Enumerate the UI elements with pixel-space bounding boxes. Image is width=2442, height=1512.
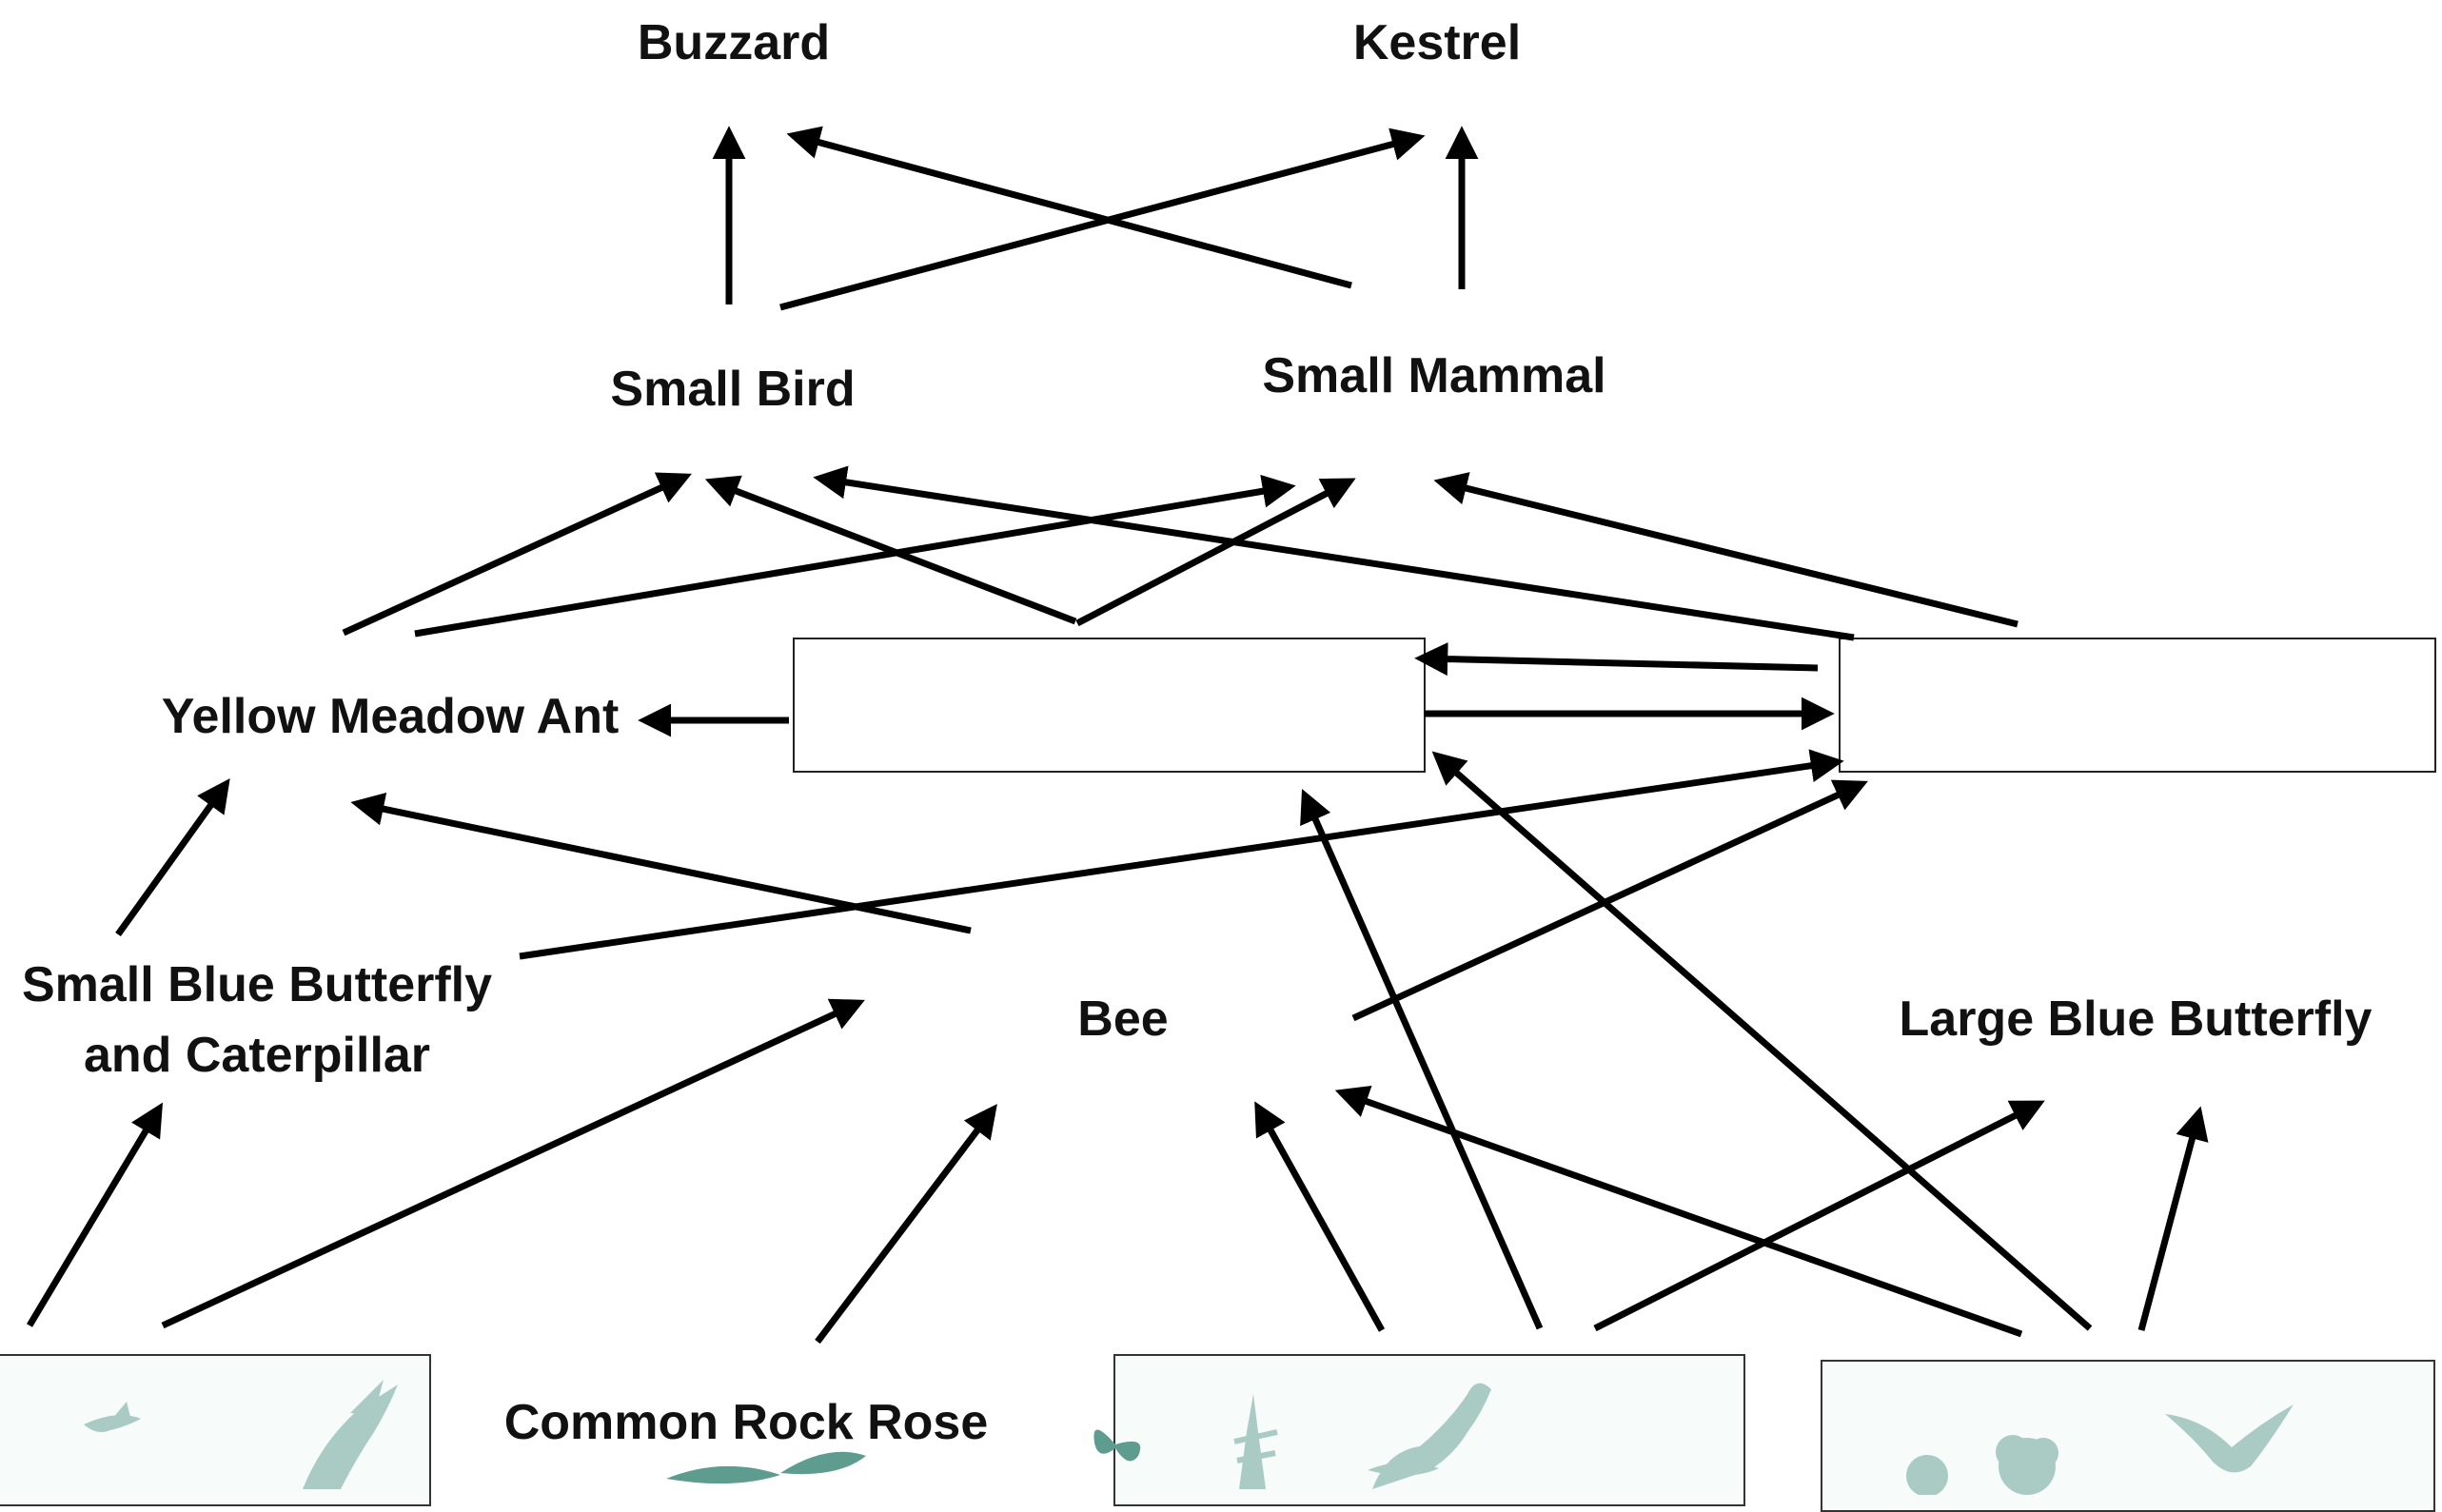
node-small-blue-butterfly-line1: Small Blue Butterfly	[21, 957, 493, 1012]
arrow-panel-left-to-small-blue	[26, 1102, 164, 1327]
node-buzzard: Buzzard	[637, 15, 831, 70]
node-small-blue-butterfly-line2: and Caterpillar	[83, 1028, 431, 1083]
node-small-mammal: Small Mammal	[1262, 348, 1606, 403]
arrow-panel-right-to-bee	[1334, 1085, 2023, 1338]
food-web-diagram: Buzzard Kestrel Small Bird Small Mammal …	[0, 15, 2436, 1512]
arrow-panel-center-to-large-blue	[1593, 1100, 2045, 1332]
arrow-panel-right-to-large-blue	[2137, 1106, 2209, 1331]
arrow-bee-to-ant	[350, 792, 972, 934]
node-yellow-meadow-ant: Yellow Meadow Ant	[161, 689, 620, 744]
arrow-ant-to-small-bird	[342, 472, 692, 637]
arrow-small-bird-to-kestrel	[779, 128, 1426, 311]
arrow-ant-to-small-mammal	[414, 474, 1296, 638]
blank-box-right[interactable]	[1839, 638, 2436, 773]
arrow-right-box-to-middle-box	[1414, 642, 1819, 677]
node-small-blue-butterfly: Small Blue Butterfly and Caterpillar	[22, 950, 492, 1090]
blank-box-middle[interactable]	[793, 638, 1426, 773]
bird-silhouettes-icon	[84, 1380, 398, 1489]
arrow-layer	[26, 126, 2209, 1345]
arrow-panel-center-to-bee	[1254, 1101, 1386, 1332]
arrow-panel-right-to-middle-box	[1431, 751, 2093, 1331]
butterfly-icon	[1093, 1429, 1141, 1462]
arrow-middle-box-to-small-mammal	[1075, 478, 1356, 627]
arrow-panel-center-to-middle-box	[1300, 789, 1544, 1330]
node-small-bird: Small Bird	[610, 362, 856, 417]
arrow-small-blue-to-right-box	[519, 749, 1844, 960]
node-bee: Bee	[1077, 992, 1169, 1047]
node-large-blue-butterfly: Large Blue Butterfly	[1899, 992, 2373, 1047]
arrow-right-box-to-small-mammal	[1433, 472, 2019, 628]
node-common-rock-rose: Common Rock Rose	[503, 1395, 989, 1450]
arrow-rock-rose-to-bee	[815, 1104, 997, 1345]
arrow-middle-box-to-small-bird	[704, 475, 1077, 625]
node-kestrel: Kestrel	[1352, 15, 1522, 70]
arrow-panel-left-to-bee	[161, 998, 865, 1329]
arrow-right-box-to-small-bird	[813, 465, 1855, 641]
arrow-small-mammal-to-buzzard	[786, 126, 1352, 289]
wildlife-silhouettes-icon	[1233, 1383, 1491, 1489]
arrow-small-blue-to-ant	[115, 778, 230, 937]
